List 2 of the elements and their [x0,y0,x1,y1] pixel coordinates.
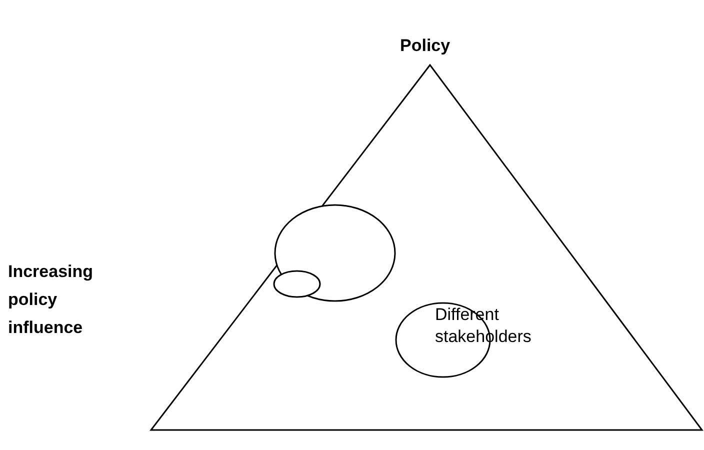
axis-label: Increasing policy influence [8,261,94,339]
apex-label: Policy [400,35,450,57]
